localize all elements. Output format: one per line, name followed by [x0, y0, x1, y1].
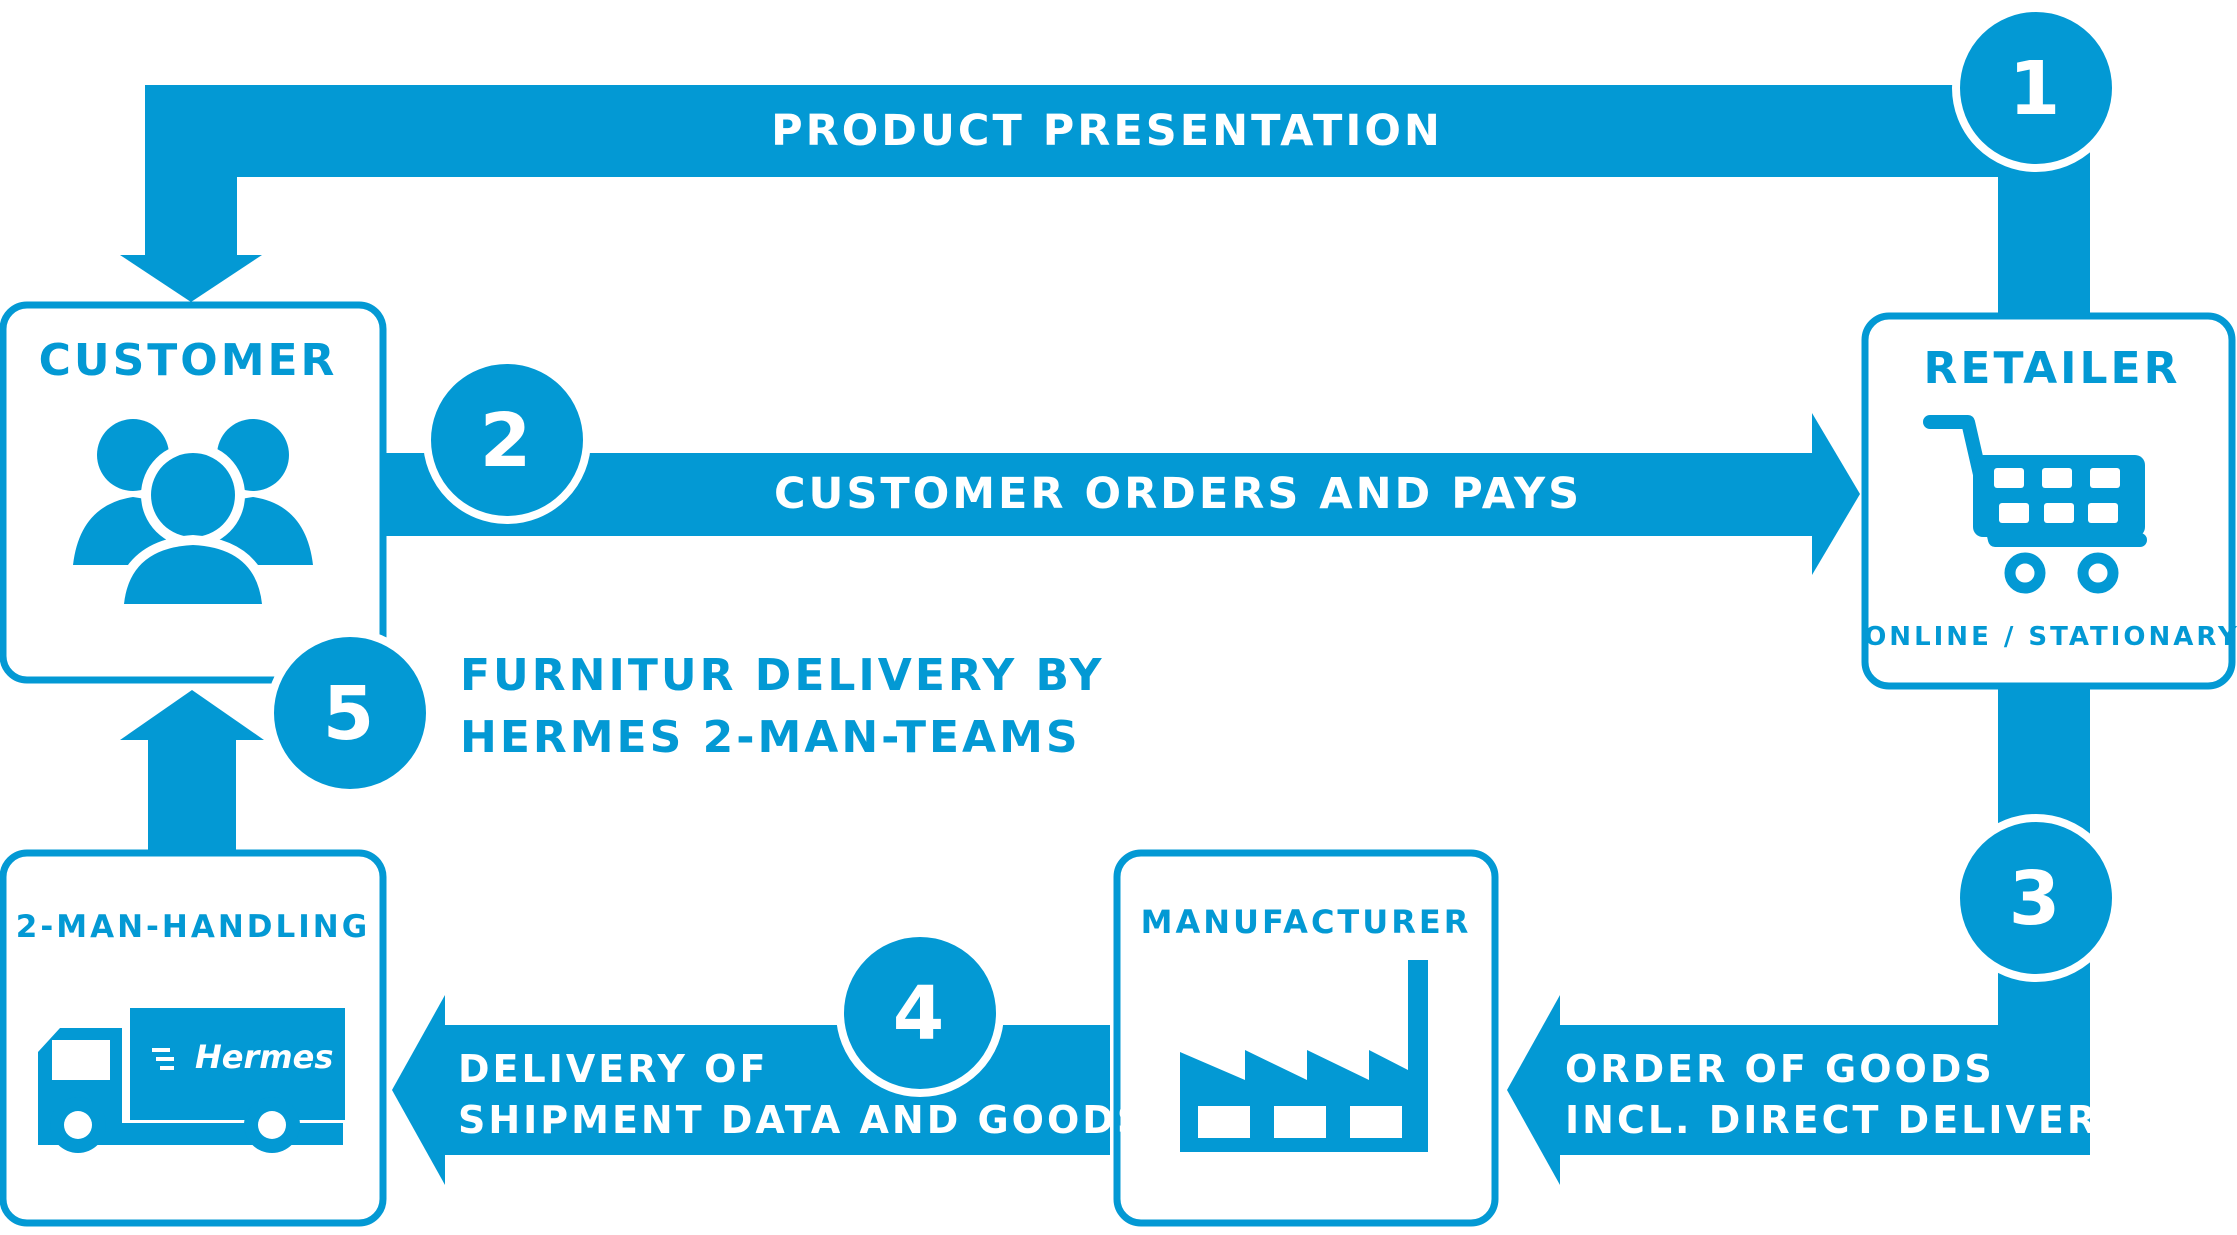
truck-icon: Hermes [38, 1008, 345, 1153]
step-3-label-line1: ORDER OF GOODS [1565, 1047, 1995, 1091]
svg-text:3: 3 [2009, 856, 2064, 942]
step-1-label: PRODUCT PRESENTATION [771, 106, 1443, 156]
step-2-label: CUSTOMER ORDERS AND PAYS [774, 469, 1582, 519]
factory-icon [1180, 960, 1428, 1152]
step-3-label-line2: INCL. DIRECT DELIVERY [1565, 1098, 2128, 1142]
svg-text:2: 2 [480, 398, 535, 484]
customer-title: CUSTOMER [39, 335, 338, 386]
step-4-label-line1: DELIVERY OF [458, 1047, 768, 1091]
people-icon [73, 419, 313, 612]
node-retailer: RETAILER ONLINE / STATIONARY [1861, 312, 2237, 690]
step-badge-3: 3 [1952, 814, 2120, 982]
node-2-man-handling: 2-MAN-HANDLING Hermes [0, 849, 387, 1227]
node-manufacturer: MANUFACTURER [1113, 849, 1499, 1227]
step-badge-2: 2 [423, 356, 591, 524]
step-badge-5: 5 [266, 629, 434, 797]
step-5-label-line1: FURNITUR DELIVERY BY [460, 650, 1105, 701]
retailer-subtitle: ONLINE / STATIONARY [1864, 622, 2237, 652]
step-badge-4: 4 [836, 929, 1004, 1097]
svg-text:4: 4 [893, 971, 948, 1057]
retailer-title: RETAILER [1924, 343, 2181, 394]
arrow-delivery-of-shipment [392, 995, 1110, 1185]
handling-title: 2-MAN-HANDLING [16, 909, 370, 945]
shopping-cart-icon [1923, 415, 2147, 594]
hermes-logo: Hermes [195, 1038, 333, 1076]
step-4-label-line2: SHIPMENT DATA AND GOODS [458, 1098, 1147, 1142]
svg-text:1: 1 [2009, 46, 2064, 132]
node-customer: CUSTOMER [0, 301, 387, 684]
manufacturer-title: MANUFACTURER [1141, 903, 1472, 941]
arrow-furniture-delivery [120, 690, 264, 860]
step-badge-1: 1 [1952, 4, 2120, 172]
step-5-label-line2: HERMES 2-MAN-TEAMS [460, 712, 1081, 763]
arrow-customer-orders [380, 413, 1860, 575]
svg-text:5: 5 [323, 671, 378, 757]
